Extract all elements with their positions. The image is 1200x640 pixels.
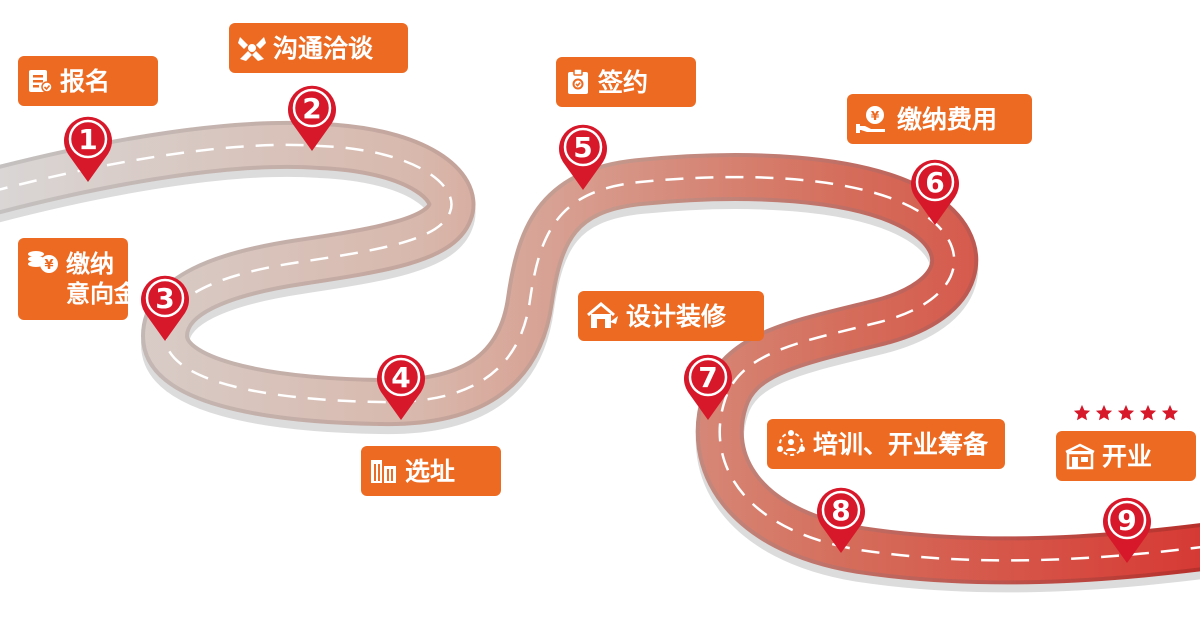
step-9-number: 9	[1117, 504, 1136, 537]
step-2-number: 2	[302, 92, 321, 125]
step-8-label: 培训、开业筹备	[767, 419, 1005, 469]
star-icon	[1073, 404, 1091, 421]
step-1-pin: 1	[60, 112, 116, 184]
star-icon	[1161, 404, 1179, 421]
money-hand-icon: ¥	[855, 104, 891, 134]
step-7-number: 7	[698, 361, 717, 394]
rating-stars	[1073, 404, 1179, 422]
star-icon	[1117, 404, 1135, 421]
step-3-text-line-2: 意向金	[66, 280, 138, 308]
clipboard-icon	[564, 68, 592, 96]
step-5-number: 5	[573, 131, 592, 164]
step-5-pin: 5	[555, 120, 611, 192]
step-1-number: 1	[78, 123, 97, 156]
coins-icon: ¥	[26, 248, 60, 276]
step-4-text: 选址	[405, 456, 456, 486]
star-icon	[1139, 404, 1157, 421]
buildings-icon	[369, 457, 399, 485]
step-7-pin: 7	[680, 350, 736, 422]
svg-text:¥: ¥	[44, 258, 53, 273]
form-icon	[26, 68, 54, 94]
step-2-pin: 2	[284, 81, 340, 153]
step-8-pin: 8	[813, 483, 869, 555]
step-3-number: 3	[155, 282, 174, 315]
step-1-label: 报名	[18, 56, 158, 106]
step-4-number: 4	[391, 361, 410, 394]
step-2-label: 沟通洽谈	[229, 23, 408, 73]
step-6-pin: 6	[907, 155, 963, 227]
star-icon	[1095, 404, 1113, 421]
svg-text:¥: ¥	[871, 109, 880, 123]
step-9-text: 开业	[1102, 441, 1153, 471]
step-6-label: ¥ 缴纳费用	[847, 94, 1032, 144]
step-7-text: 设计装修	[626, 301, 727, 331]
step-9-label: 开业	[1056, 431, 1196, 481]
step-2-text: 沟通洽谈	[273, 33, 374, 63]
step-9-pin: 9	[1099, 493, 1155, 565]
step-7-label: 设计装修	[578, 291, 764, 341]
step-4-label: 选址	[361, 446, 501, 496]
handshake-icon	[237, 34, 267, 62]
step-3-text-line-1: 缴纳	[66, 250, 114, 278]
step-3-label: ¥ 缴纳 意向金	[18, 238, 138, 320]
step-5-label: 签约	[556, 57, 696, 107]
step-3-pin: 3	[137, 271, 193, 343]
store-icon	[1064, 442, 1096, 470]
people-icon	[775, 429, 807, 459]
step-6-number: 6	[925, 166, 944, 199]
step-1-text: 报名	[60, 66, 111, 96]
step-6-text: 缴纳费用	[897, 104, 998, 134]
road-center-line	[0, 143, 1200, 562]
step-8-text: 培训、开业筹备	[813, 429, 989, 459]
step-4-pin: 4	[373, 350, 429, 422]
step-5-text: 签约	[598, 67, 649, 97]
step-8-number: 8	[831, 494, 850, 527]
house-icon	[586, 302, 620, 330]
road-surface	[0, 124, 1200, 581]
